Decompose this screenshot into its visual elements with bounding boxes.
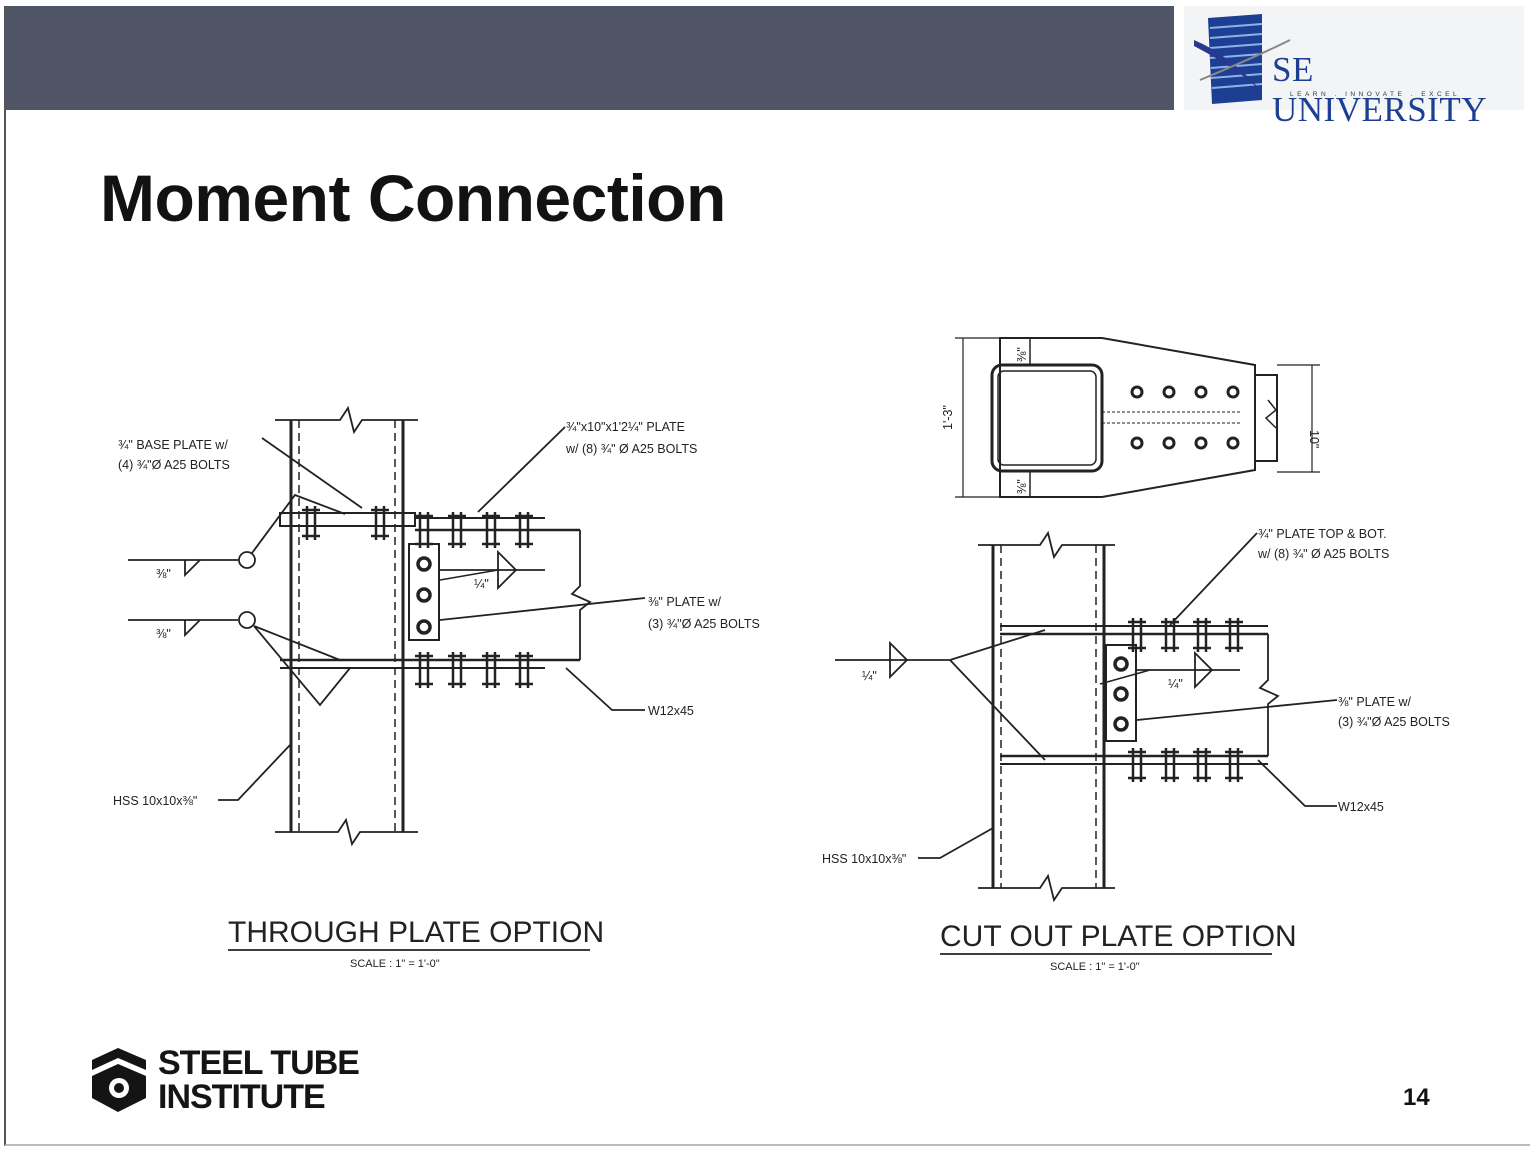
- cut-out-plate-scale: SCALE : 1" = 1'-0": [1050, 961, 1140, 973]
- cut-out-plate-detail: [835, 337, 1338, 955]
- base-plate-label-2: (4) ¾"Ø A25 BOLTS: [118, 458, 230, 472]
- dim-top-label: ⅜": [1015, 347, 1029, 362]
- flange-plate-label-2: w/ (8) ¾" Ø A25 BOLTS: [565, 442, 697, 456]
- flange-plate-label-1: ¾"x10"x1'2¼" PLATE: [566, 420, 685, 434]
- sti-logo-line1: STEEL TUBE: [158, 1044, 360, 1082]
- cut-out-plate-caption: CUT OUT PLATE OPTION: [940, 920, 1297, 953]
- header-bar: [6, 6, 1174, 110]
- se-university-logo-mark: [1194, 14, 1291, 104]
- hss-column-right: [978, 530, 1115, 903]
- slide-title: Moment Connection: [100, 161, 726, 235]
- weld-size-mid: ¼": [1168, 677, 1183, 691]
- plate-top-bot-label-1: ¾" PLATE TOP & BOT.: [1258, 527, 1387, 541]
- se-university-tagline: LEARN . INNOVATE . EXCEL: [1290, 91, 1461, 98]
- steel-tube-institute-logo-mark: [92, 1048, 146, 1112]
- page-number: 14: [1403, 1084, 1430, 1111]
- dim-bottom-label: ⅜": [1015, 479, 1029, 494]
- through-plate-detail: [128, 405, 646, 951]
- plate-top-bot-label-2: w/ (8) ¾" Ø A25 BOLTS: [1257, 547, 1389, 561]
- hss-column: [275, 405, 418, 847]
- weld-size-top: ⅜": [156, 567, 171, 581]
- shear-plate-right-label-2: (3) ¾"Ø A25 BOLTS: [1338, 715, 1450, 729]
- through-plate-scale: SCALE : 1" = 1'-0": [350, 958, 440, 970]
- shear-plate-label-1: ⅜" PLATE w/: [648, 595, 722, 609]
- column-right-label: HSS 10x10x⅜": [822, 852, 906, 866]
- shear-plate-label-2: (3) ¾"Ø A25 BOLTS: [648, 617, 760, 631]
- dim-width-label: 1'-3": [941, 405, 955, 430]
- beam-right-label: W12x45: [1338, 800, 1384, 814]
- sti-logo-line2: INSTITUTE: [158, 1078, 326, 1116]
- through-plate-caption: THROUGH PLATE OPTION: [228, 916, 604, 949]
- shear-plate-right-label-1: ⅜" PLATE w/: [1338, 695, 1412, 709]
- weld-size-bottom: ⅜": [156, 627, 171, 641]
- weld-size-left: ¼": [862, 669, 877, 683]
- base-plate-label-1: ¾" BASE PLATE w/: [118, 438, 228, 452]
- dim-flange-label: 10": [1307, 430, 1321, 448]
- beam-label: W12x45: [648, 704, 694, 718]
- weld-size-shear-tab: ¼": [474, 577, 489, 591]
- slide-frame: [4, 6, 1530, 1146]
- se-university-logo-text: SE UNIVERSITY: [1272, 50, 1487, 129]
- plan-view-plate: [955, 337, 1320, 498]
- column-label: HSS 10x10x⅜": [113, 794, 197, 808]
